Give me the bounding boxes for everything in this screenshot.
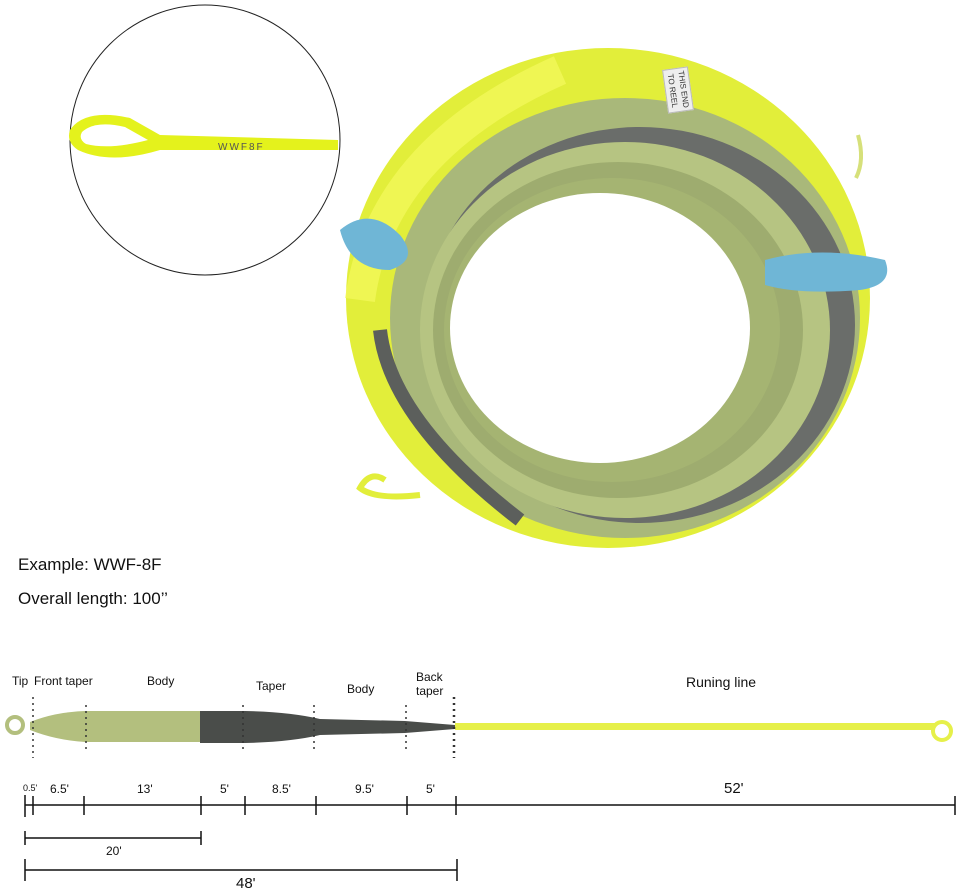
section-running-line: Runing line	[686, 674, 757, 690]
line-print-text: WWF8F	[218, 142, 265, 153]
example-label: Example: WWF-8F	[18, 555, 162, 574]
length-head-total: 48'	[236, 875, 256, 892]
overall-length-label: Overall length: 100’’	[18, 589, 168, 608]
running-line-segment	[455, 723, 935, 730]
length-taper-2: 8.5'	[272, 782, 291, 796]
length-running-line: 52'	[724, 780, 744, 797]
section-front-taper: Front taper	[34, 674, 93, 688]
section-body-2: Body	[347, 682, 375, 696]
closeup-loop: WWF8F	[69, 4, 341, 276]
length-body-2: 9.5'	[355, 782, 374, 796]
length-front-taper: 6.5'	[50, 782, 69, 796]
length-body-1: 13'	[137, 782, 153, 796]
length-head-front: 20'	[106, 844, 122, 858]
section-back-taper-2: taper	[416, 684, 444, 698]
length-scale	[24, 795, 956, 881]
length-taper-1: 5'	[220, 782, 229, 796]
length-tip: 0.5'	[23, 783, 38, 793]
line-profile	[5, 697, 953, 758]
rear-section	[200, 711, 455, 743]
section-body-1: Body	[147, 674, 175, 688]
section-tip: Tip	[12, 674, 29, 688]
length-back-taper: 5'	[426, 782, 435, 796]
front-section	[30, 711, 200, 742]
fly-line-coil	[340, 48, 888, 548]
section-back-taper-1: Back	[416, 670, 443, 684]
section-taper: Taper	[256, 679, 287, 693]
